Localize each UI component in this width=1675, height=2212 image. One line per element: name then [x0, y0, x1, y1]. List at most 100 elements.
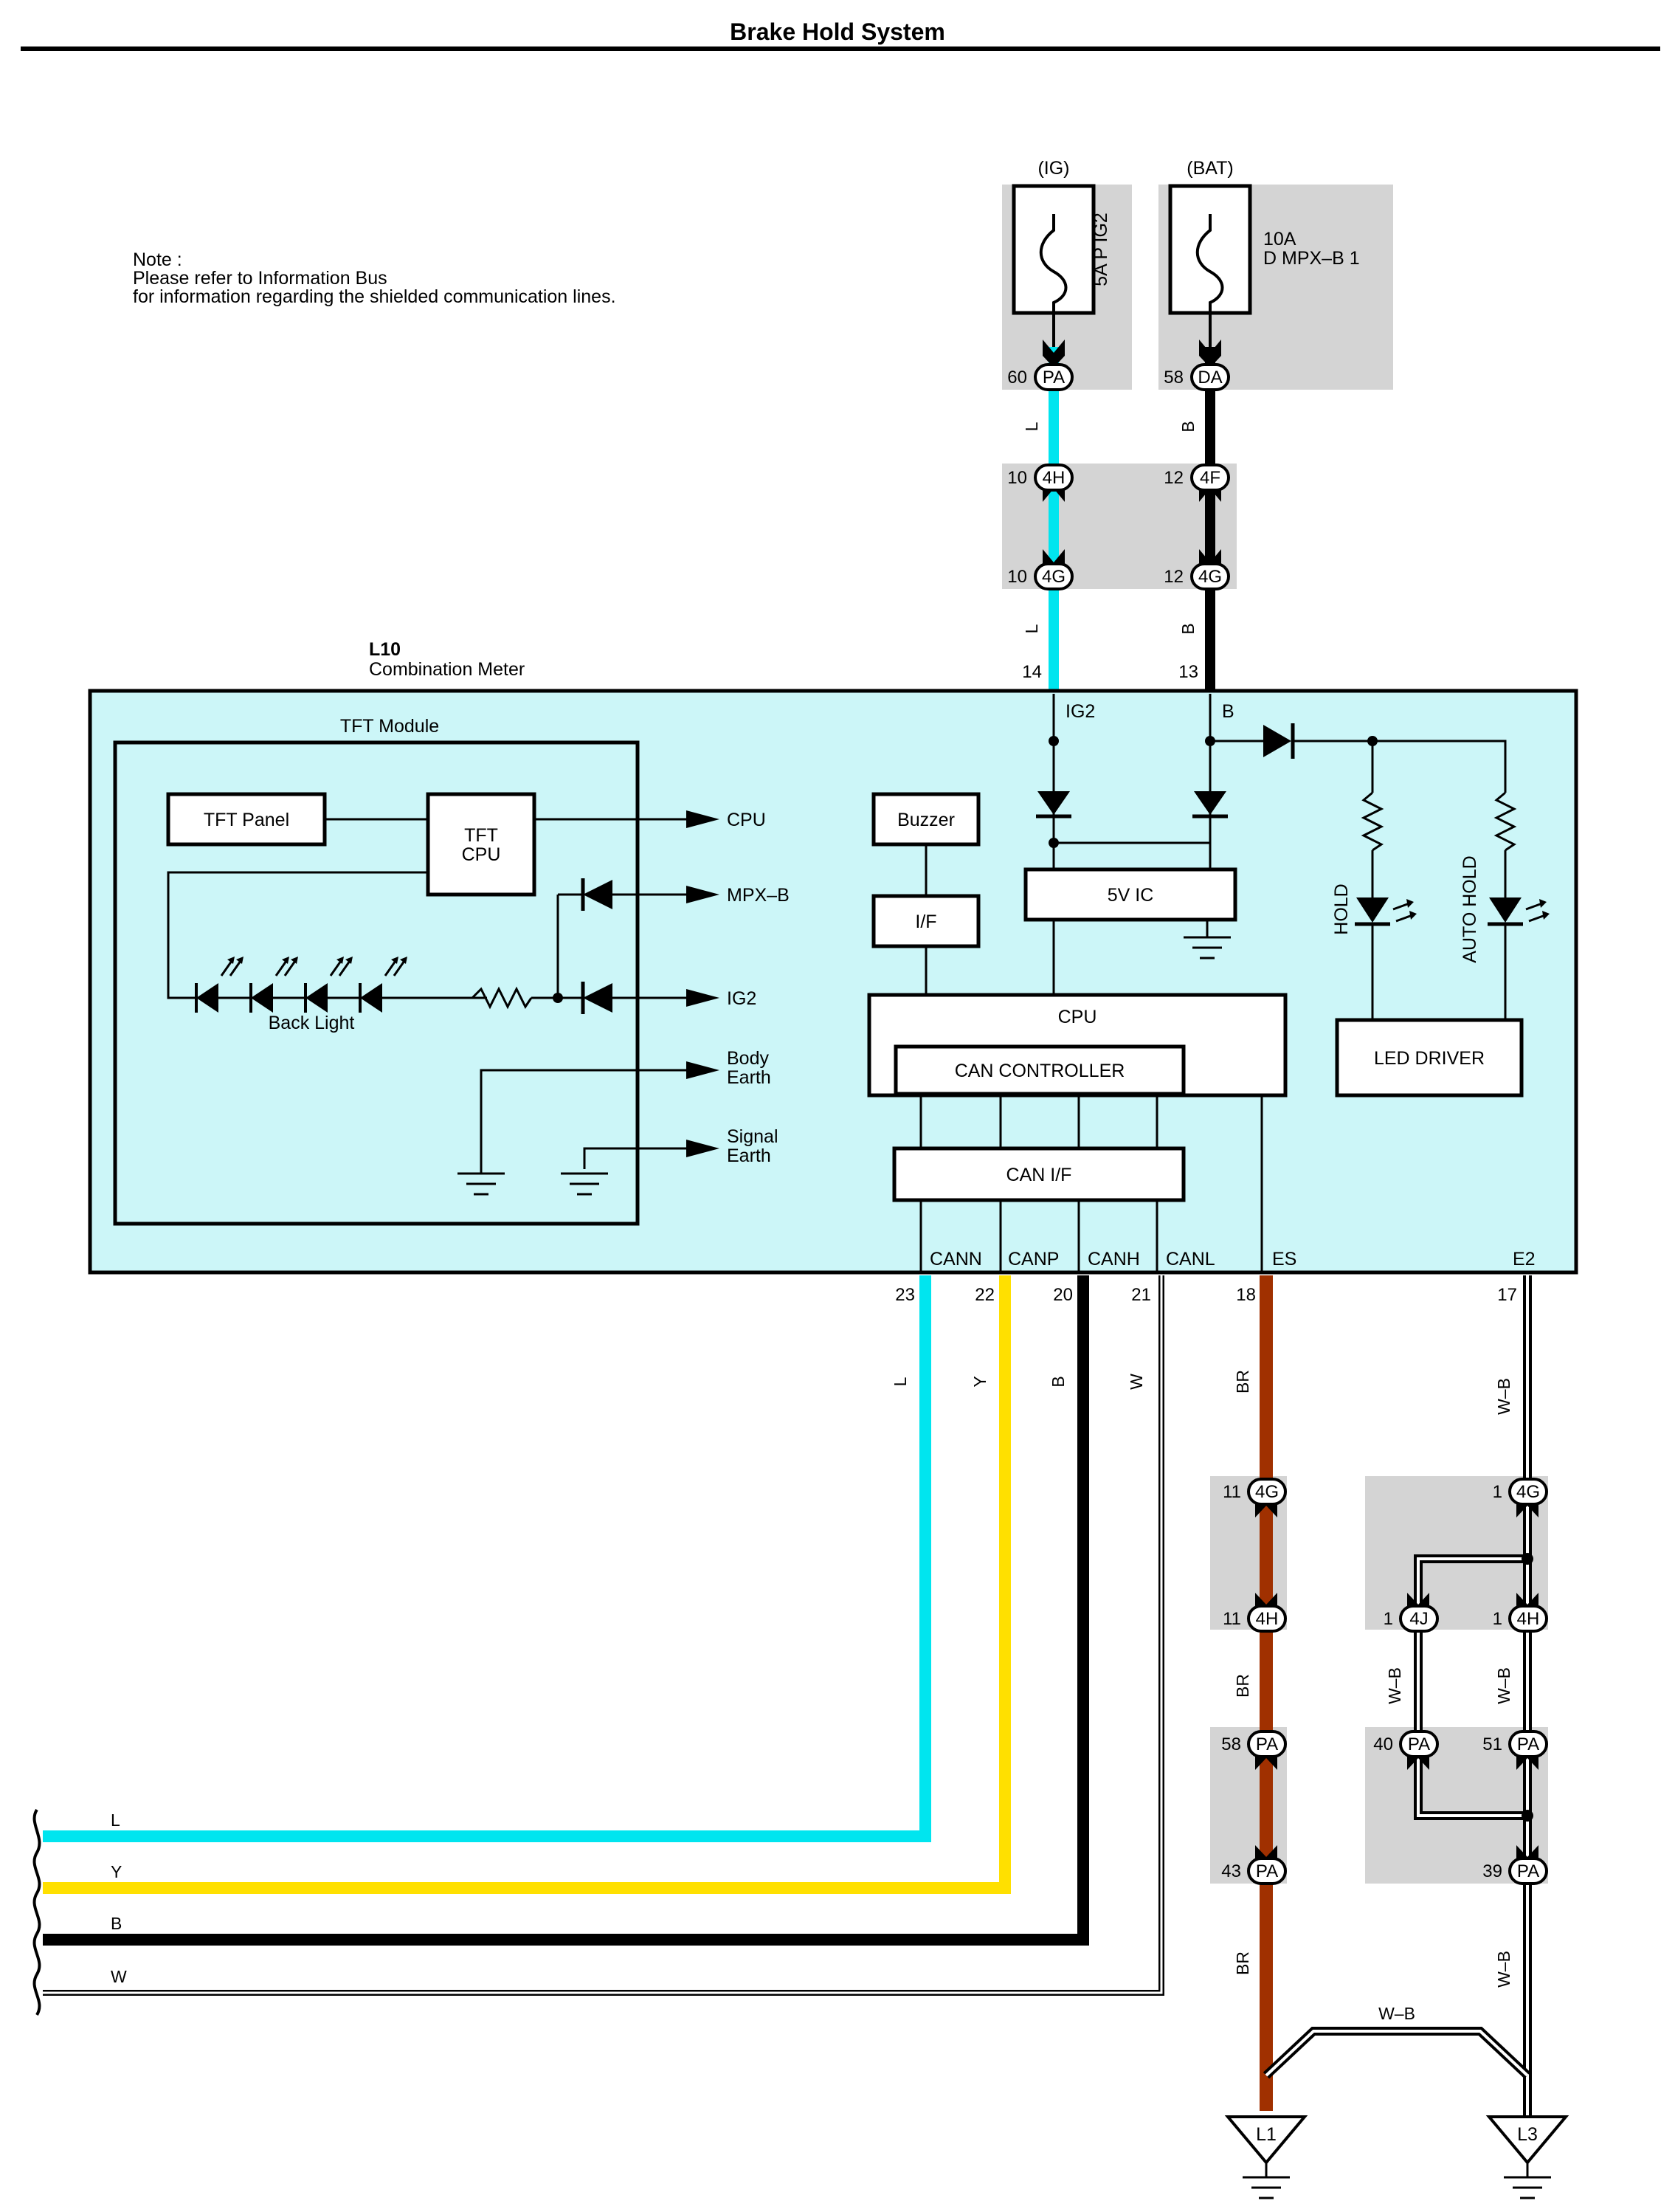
- pin-39: 39: [1482, 1861, 1502, 1881]
- connector-4f-12: [1190, 464, 1230, 492]
- can-controller-label: CAN CONTROLLER: [955, 1061, 1125, 1081]
- pin-21: 21: [1131, 1285, 1151, 1305]
- wire-code-b-can: B: [1049, 1376, 1068, 1387]
- wire-code-b-2: B: [1178, 623, 1198, 634]
- if-label: I/F: [915, 912, 936, 932]
- connector-pa-43: [1247, 1857, 1287, 1885]
- bus-label-b: B: [111, 1914, 122, 1933]
- wire-code-br-2: BR: [1233, 1674, 1252, 1698]
- svg-text:4G: 4G: [1255, 1482, 1279, 1502]
- resistor-hold-icon: [1361, 791, 1384, 852]
- bus-label-y: Y: [111, 1862, 122, 1881]
- terminal-canp: CANP: [1008, 1249, 1059, 1269]
- connector-4g-1: [1508, 1478, 1548, 1506]
- wire-code-wb-3: W–B: [1494, 1951, 1513, 1988]
- svg-text:4F: 4F: [1200, 468, 1220, 488]
- if-box: [871, 894, 981, 948]
- wire-b-can: [43, 1275, 1089, 1946]
- svg-text:4G: 4G: [1042, 567, 1066, 587]
- ground-l1-label: L1: [1256, 2124, 1277, 2145]
- ground-icon-body: [457, 1169, 505, 1196]
- pin-17: 17: [1497, 1285, 1517, 1305]
- wire-wb-loop: [1414, 1554, 1527, 1820]
- connector-4g-12: [1190, 562, 1230, 590]
- back-light-label: Back Light: [269, 1013, 355, 1033]
- wire-code-wb-loop: W–B: [1385, 1667, 1404, 1704]
- pin-51: 51: [1482, 1734, 1502, 1754]
- pin-12-4f: 12: [1164, 468, 1184, 488]
- connector-pa-58: [1247, 1730, 1287, 1758]
- diode-ig2-internal-icon: [1036, 791, 1071, 819]
- tft-module-label: TFT Module: [340, 716, 439, 737]
- can-controller-box: [894, 1044, 1186, 1096]
- arrow-ig2: [686, 989, 719, 1007]
- diode-mpxb-icon: [581, 878, 612, 911]
- connector-pa-51: [1508, 1730, 1548, 1758]
- ic-5v-label: 5V IC: [1108, 885, 1154, 906]
- fuse-bat-amp: 10A: [1263, 229, 1296, 249]
- pin-60: 60: [1007, 368, 1027, 387]
- svg-text:PA: PA: [1517, 1734, 1539, 1754]
- auto-hold-label: AUTO HOLD: [1460, 855, 1480, 962]
- component-id: L10: [369, 639, 401, 660]
- wire-code-w-can: W: [1127, 1374, 1146, 1390]
- ig-supply-label: (IG): [1037, 158, 1069, 179]
- pin-40: 40: [1373, 1734, 1393, 1754]
- can-if-box: [892, 1146, 1186, 1202]
- arrow-mpxb: [686, 886, 719, 903]
- wire-code-wb-2: W–B: [1494, 1667, 1513, 1704]
- resistor-auto-hold-icon: [1493, 791, 1517, 852]
- buzzer-label: Buzzer: [897, 810, 955, 830]
- wire-break-icon: [32, 1808, 41, 2016]
- tft-cpu-box: [426, 792, 536, 897]
- fuse-5a-icon: [1012, 184, 1096, 347]
- pin-1-4h: 1: [1493, 1609, 1502, 1629]
- pin-10-4g: 10: [1007, 567, 1027, 587]
- combination-meter-box: [88, 689, 1578, 1275]
- output-ig2: IG2: [727, 988, 756, 1009]
- connector-4h-10: [1034, 464, 1074, 492]
- svg-text:PA: PA: [1256, 1734, 1278, 1754]
- bus-label-w: W: [111, 1967, 127, 1986]
- wire-y-can: [43, 1275, 1011, 1894]
- ground-icon-5v: [1184, 920, 1231, 959]
- led-driver-box: [1335, 1018, 1524, 1098]
- diode-ig2-icon: [581, 982, 612, 1014]
- pin-58-pa: 58: [1221, 1734, 1241, 1754]
- svg-text:4H: 4H: [1517, 1609, 1540, 1629]
- svg-text:Note :: Note :: [133, 249, 182, 270]
- terminal-b: B: [1222, 701, 1234, 722]
- wire-l-can: [43, 1275, 931, 1842]
- wire-code-br-1: BR: [1233, 1370, 1252, 1393]
- connector-4h-11: [1247, 1605, 1287, 1633]
- fuse-ig-name: 5A P IG2: [1091, 213, 1111, 286]
- wire-code-br-3: BR: [1233, 1951, 1252, 1975]
- wire-code-l-2: L: [1022, 624, 1041, 633]
- output-cpu: CPU: [727, 810, 766, 830]
- arrow-body-earth: [686, 1061, 719, 1079]
- connector-pa-40: [1399, 1730, 1439, 1758]
- svg-text:4G: 4G: [1516, 1482, 1540, 1502]
- svg-text:4H: 4H: [1043, 468, 1066, 488]
- connector-4j-1: [1399, 1605, 1439, 1633]
- ground-icon-signal: [561, 1172, 608, 1196]
- wire-code-y-can: Y: [970, 1376, 990, 1387]
- output-signal-earth-1: Signal: [727, 1126, 778, 1147]
- arrow-cpu: [686, 810, 719, 828]
- pin-20: 20: [1053, 1285, 1073, 1305]
- output-mpxb: MPX–B: [727, 885, 790, 906]
- terminal-e2: E2: [1513, 1249, 1536, 1269]
- ground-point-l1-icon: [1224, 2115, 1308, 2199]
- terminal-es: ES: [1272, 1249, 1296, 1269]
- svg-text:PA: PA: [1517, 1861, 1539, 1881]
- fuse-bat-name: D MPX–B 1: [1263, 248, 1360, 269]
- bat-supply-label: (BAT): [1187, 158, 1233, 179]
- wire-code-l-1: L: [1022, 421, 1041, 431]
- pin-1-4g: 1: [1493, 1482, 1502, 1502]
- cpu-label: CPU: [1058, 1007, 1097, 1027]
- terminal-canl: CANL: [1166, 1249, 1215, 1269]
- output-body-earth-2: Earth: [727, 1067, 771, 1088]
- bus-label-l: L: [111, 1810, 120, 1830]
- tft-module-box: [113, 740, 640, 1226]
- pin-43: 43: [1221, 1861, 1241, 1881]
